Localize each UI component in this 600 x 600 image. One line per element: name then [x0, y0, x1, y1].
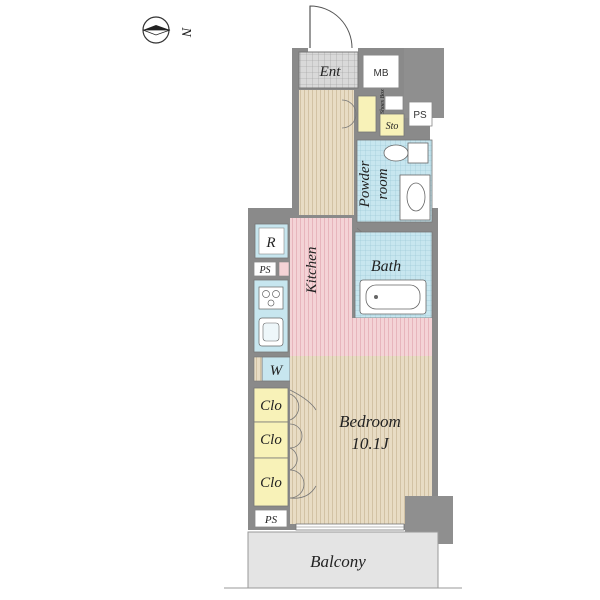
washer — [261, 356, 291, 382]
pipe-space-mid-label: PS — [258, 265, 270, 276]
storage-label: Sto — [386, 121, 399, 132]
closet-1-label: Clo — [260, 398, 282, 414]
sink-icon — [258, 317, 284, 347]
powder-room-label-1: Powder — [357, 161, 373, 209]
kitchen-floor — [290, 218, 352, 318]
bath-label: Bath — [371, 258, 401, 275]
stove-icon — [258, 286, 284, 310]
meter-box-label: MB — [374, 68, 389, 79]
closet-2 — [253, 421, 289, 459]
compass-north-label: N — [178, 26, 193, 37]
closet-1 — [253, 387, 289, 423]
balcony-label: Balcony — [310, 552, 366, 571]
bedroom-size-label: 10.1J — [351, 434, 390, 453]
pipe-space-top-label: PS — [413, 110, 427, 121]
entrance-label: Ent — [319, 64, 342, 80]
balcony — [247, 531, 439, 589]
entrance-floor — [298, 51, 359, 89]
storage — [379, 113, 405, 137]
powder-room-label-2: room — [375, 168, 391, 199]
closet-3-label: Clo — [260, 475, 282, 491]
toilet-icon — [383, 142, 429, 164]
bedroom-name-label: Bedroom — [339, 412, 401, 431]
hallway-floor — [299, 90, 354, 215]
closet-2-label: Clo — [260, 432, 282, 448]
refrigerator-label: R — [265, 235, 275, 251]
closets — [253, 387, 317, 507]
wash-basin-icon — [399, 174, 431, 221]
pipe-space-mid — [253, 261, 277, 277]
compass: N — [142, 16, 193, 44]
entrance-door — [308, 5, 358, 55]
meter-box — [362, 54, 400, 89]
shoes-box-label: Shoes Box — [380, 89, 386, 114]
kitchen-floor-lower — [290, 318, 432, 356]
pipe-space-bottom-label: PS — [264, 514, 278, 526]
bathtub-icon — [359, 279, 427, 315]
pipe-space-bottom — [254, 509, 288, 528]
shoes-box — [357, 95, 377, 133]
washer-label: W — [270, 363, 284, 379]
kitchen-label: Kitchen — [304, 247, 320, 295]
closet-3 — [253, 457, 289, 507]
pipe-space-top — [408, 101, 433, 127]
